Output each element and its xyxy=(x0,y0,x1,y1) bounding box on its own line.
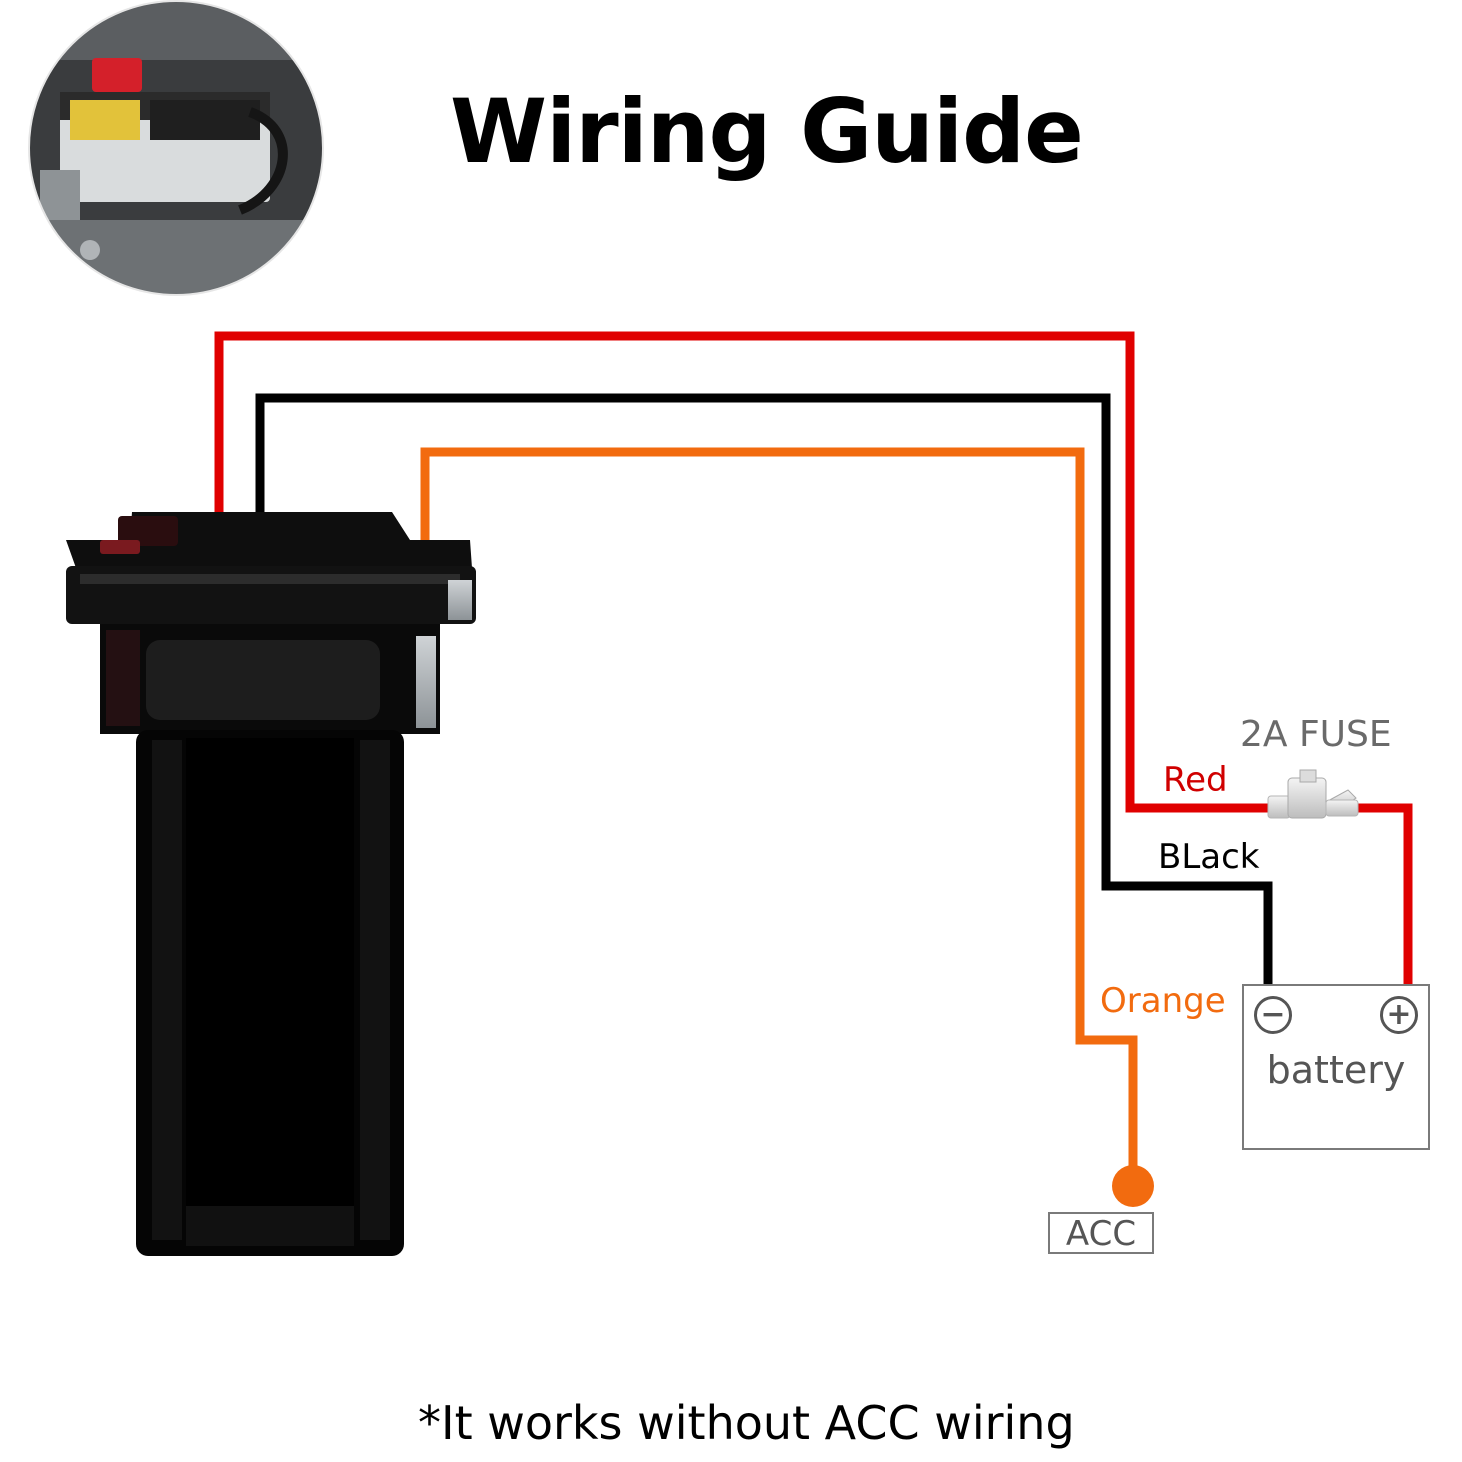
battery-negative-terminal-icon: − xyxy=(1254,996,1292,1034)
car-battery-photo-icon xyxy=(28,0,324,296)
gps-tracker-device-icon xyxy=(66,512,476,1256)
page-title: Wiring Guide xyxy=(450,80,1084,183)
black-wire-label: BLack xyxy=(1158,837,1260,877)
blade-fuse-icon xyxy=(1267,769,1359,819)
battery-box: − + battery xyxy=(1242,984,1430,1150)
acc-terminal-dot xyxy=(1112,1165,1154,1207)
red-wire-to-battery xyxy=(1356,803,1413,988)
red-wire-label: Red xyxy=(1163,760,1228,800)
fuse-label: 2A FUSE xyxy=(1240,714,1392,755)
red-wire xyxy=(214,331,1270,813)
battery-label: battery xyxy=(1266,1048,1406,1092)
battery-positive-terminal-icon: + xyxy=(1380,996,1418,1034)
black-wire xyxy=(255,393,1273,988)
orange-wire xyxy=(420,447,1138,1170)
footnote: *It works without ACC wiring xyxy=(418,1396,1075,1450)
acc-label: ACC xyxy=(1048,1212,1154,1254)
orange-wire-label: Orange xyxy=(1100,981,1226,1021)
